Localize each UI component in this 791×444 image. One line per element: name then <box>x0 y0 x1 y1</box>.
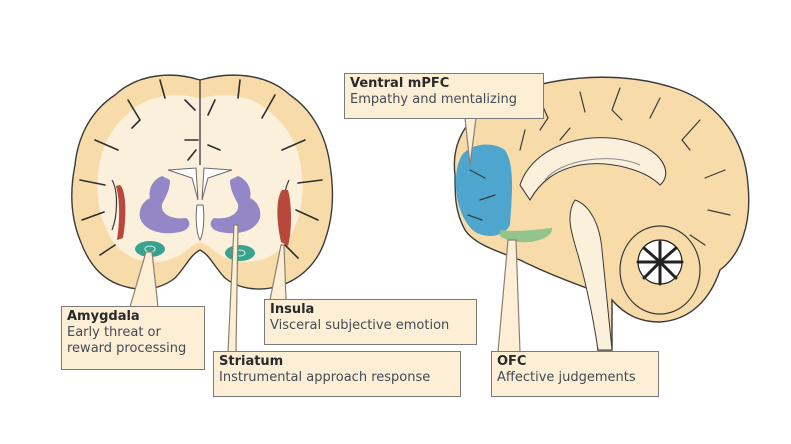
corpus-callosum <box>519 137 667 202</box>
label-insula-title: Insula <box>270 302 315 317</box>
label-striatum: Striatum Instrumental approach response <box>213 351 461 397</box>
brainstem <box>569 199 613 351</box>
label-amygdala-desc-2: reward processing <box>67 341 187 356</box>
insula-region-right <box>277 190 291 246</box>
label-insula: Insula Visceral subjective emotion <box>264 299 477 345</box>
label-striatum-title: Striatum <box>219 354 284 369</box>
ventral-mpfc-region <box>455 144 513 236</box>
sagittal-section <box>453 76 750 353</box>
striatum-region-left <box>139 176 190 234</box>
label-insula-desc: Visceral subjective emotion <box>270 318 450 333</box>
label-striatum-desc: Instrumental approach response <box>219 370 431 385</box>
cerebellum-arbor <box>636 240 684 286</box>
amygdala-region-right <box>225 245 255 261</box>
ofc-region <box>500 228 553 243</box>
label-ofc-desc: Affective judgements <box>497 370 636 385</box>
insula-region-left <box>116 185 126 240</box>
label-amygdala: Amygdala Early threat or reward processi… <box>61 306 205 370</box>
striatum-region-right <box>210 176 261 234</box>
sagittal-leader-lines <box>464 117 521 353</box>
coronal-sulci <box>79 79 323 259</box>
label-ventral-mpfc-title: Ventral mPFC <box>350 76 450 91</box>
label-ofc-title: OFC <box>497 354 527 369</box>
amygdala-region-left <box>135 241 165 257</box>
label-ventral-mpfc-desc: Empathy and mentalizing <box>350 92 517 107</box>
coronal-section <box>71 74 334 353</box>
label-ventral-mpfc: Ventral mPFC Empathy and mentalizing <box>344 73 544 119</box>
lateral-ventricles <box>167 167 233 201</box>
label-amygdala-title: Amygdala <box>67 309 140 324</box>
label-ofc: OFC Affective judgements <box>491 351 659 397</box>
sagittal-sulci <box>467 87 731 246</box>
label-amygdala-desc-1: Early threat or <box>67 325 161 340</box>
